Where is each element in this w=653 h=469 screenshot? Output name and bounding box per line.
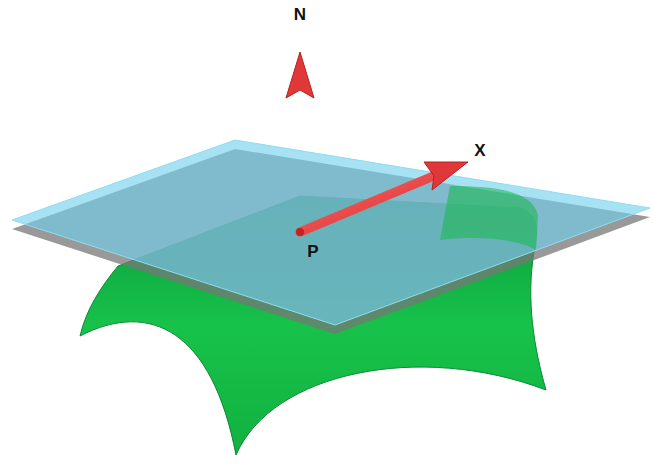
axis-label: X bbox=[474, 142, 485, 159]
point-label: P bbox=[307, 243, 318, 260]
normal-arrow bbox=[296, 92, 305, 232]
x-arrow bbox=[300, 175, 436, 232]
point-p bbox=[296, 228, 304, 236]
normal-arrowhead bbox=[286, 52, 314, 98]
normal-label: N bbox=[294, 6, 306, 23]
saddle-curl bbox=[440, 186, 538, 250]
x-arrowhead bbox=[424, 162, 468, 190]
tangent-plane bbox=[12, 140, 650, 325]
